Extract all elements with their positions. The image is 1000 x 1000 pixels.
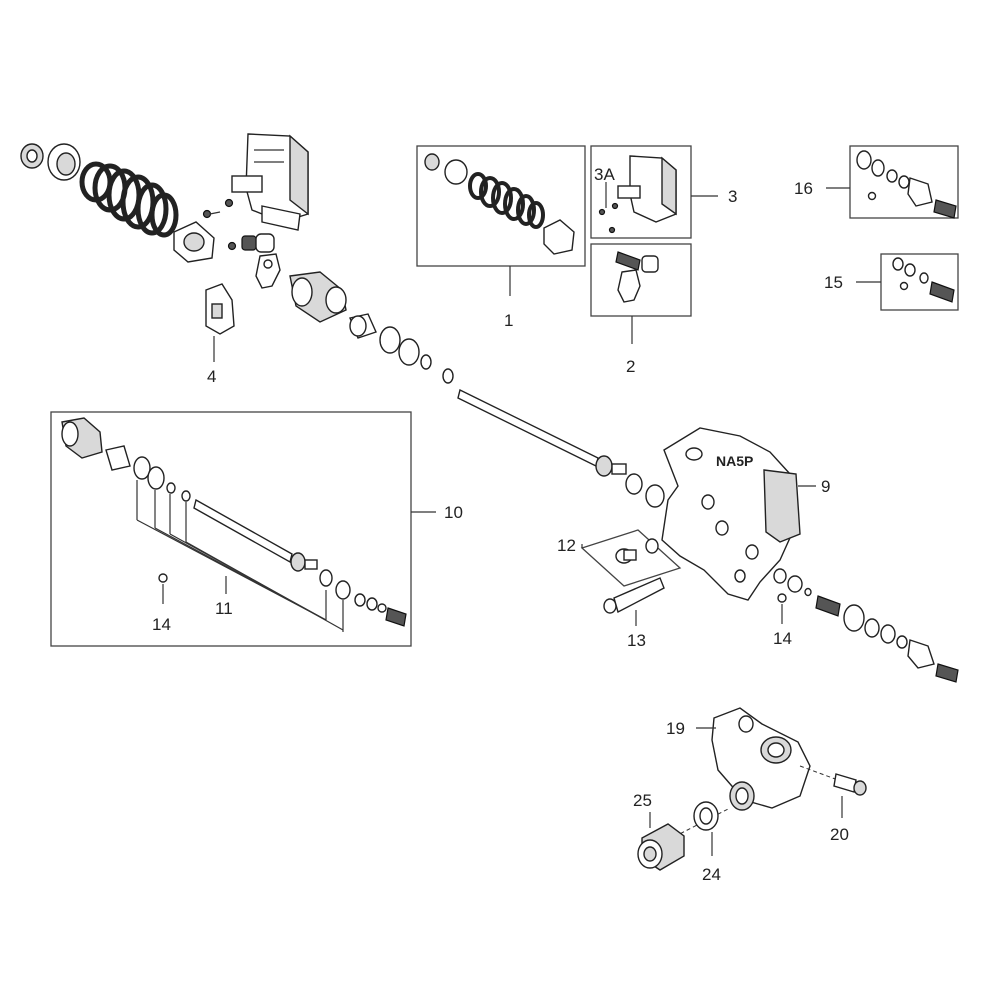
kit-12 <box>580 529 682 587</box>
valve-chain-right <box>773 568 959 683</box>
callout-4: 4 <box>207 367 216 386</box>
control-valve <box>61 417 103 459</box>
kit-1 <box>416 145 586 267</box>
callout-3: 3 <box>728 187 737 206</box>
brand-text: NA5P <box>716 453 753 469</box>
spring-cap <box>173 221 215 263</box>
large-spring <box>79 161 179 238</box>
outlet-bolt <box>799 765 867 796</box>
quick-coupler <box>637 823 685 871</box>
piston-rod <box>457 388 627 477</box>
lever <box>255 253 281 289</box>
screw <box>202 198 237 251</box>
spring <box>815 595 841 617</box>
washer <box>47 143 81 181</box>
callout-16: 16 <box>794 179 813 198</box>
callout-25: 25 <box>633 791 652 810</box>
callout-24: 24 <box>702 865 721 884</box>
kit-2 <box>590 243 692 317</box>
kit-16 <box>849 145 959 219</box>
callout-1: 1 <box>504 311 513 330</box>
valve-seat <box>843 604 865 632</box>
callout-14b: 14 <box>773 629 792 648</box>
callout-14a: 14 <box>152 615 171 634</box>
control-valve <box>289 271 347 323</box>
callout-13: 13 <box>627 631 646 650</box>
callout-2: 2 <box>626 357 635 376</box>
top-left-assembly: 4 <box>20 133 309 386</box>
pressure-switch <box>231 133 309 231</box>
nut <box>20 143 44 169</box>
sealing-washer <box>667 801 731 841</box>
main-shaft-chain <box>289 271 665 508</box>
callout-20: 20 <box>830 825 849 844</box>
kit-3 <box>590 145 692 239</box>
o-ring <box>379 326 420 366</box>
plunger <box>241 233 275 253</box>
kit-10 <box>50 411 412 647</box>
washer <box>420 354 454 384</box>
callout-9: 9 <box>821 477 830 496</box>
callout-11: 11 <box>215 599 233 618</box>
pump-housing: NA5P <box>661 427 801 601</box>
sleeve <box>349 313 377 339</box>
threaded-port <box>729 781 755 811</box>
callout-19: 19 <box>666 719 685 738</box>
callout-12: 12 <box>557 536 576 555</box>
callout-15: 15 <box>824 273 843 292</box>
piston-rod <box>193 498 318 572</box>
kit-15 <box>880 253 959 311</box>
outlet-manifold <box>711 707 811 811</box>
callout-3a: 3A <box>594 165 615 184</box>
bracket <box>205 283 235 335</box>
small-washer <box>777 593 787 603</box>
callout-10: 10 <box>444 503 463 522</box>
drain-plug <box>615 548 637 564</box>
bolt <box>603 577 665 614</box>
sleeve <box>105 445 131 471</box>
valve-body <box>907 639 935 669</box>
o-ring <box>625 473 665 508</box>
